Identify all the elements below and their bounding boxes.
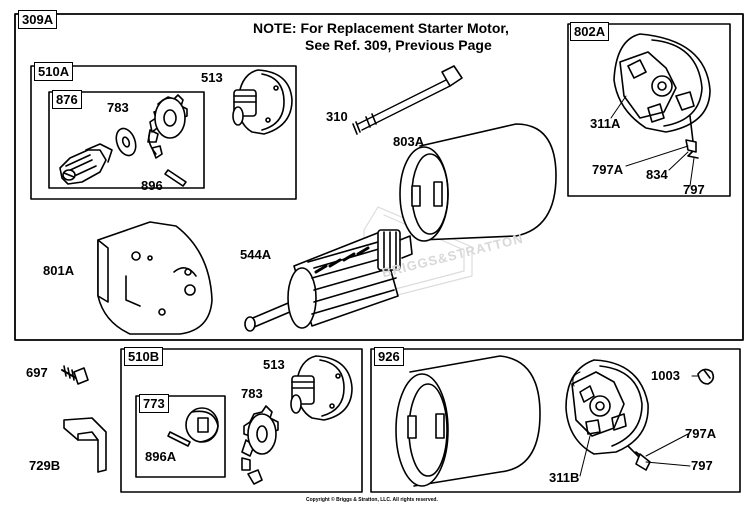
group-tag-773: 773: [139, 394, 169, 413]
group-tag-802A: 802A: [570, 22, 610, 41]
group-tag-876: 876: [52, 90, 82, 109]
group-tag-510B: 510B: [124, 347, 164, 366]
group-box-309A: [14, 13, 744, 341]
note-line-1: NOTE: For Replacement Starter Motor,: [253, 20, 509, 36]
group-box-802A: [567, 23, 731, 197]
group-box-876: [48, 91, 205, 189]
label-783-510A: 783: [107, 100, 129, 115]
label-311A: 311A: [590, 116, 621, 131]
plate-729B-part: [63, 417, 107, 473]
end-cap-513b-part: [290, 355, 353, 421]
group-box-926: [370, 348, 741, 493]
end-cap-513-part: [232, 69, 293, 135]
label-797-802A: 797: [683, 182, 705, 197]
group-box-773: [135, 395, 226, 478]
screw-697-part: [61, 365, 89, 385]
group-tag-309A: 309A: [18, 10, 58, 29]
label-1003: 1003: [651, 368, 680, 383]
label-896A: 896A: [145, 449, 177, 464]
label-896: 896: [141, 178, 163, 193]
label-697: 697: [26, 365, 48, 380]
label-310: 310: [326, 109, 348, 124]
label-513-510B: 513: [263, 357, 285, 372]
through-bolt-310-part: [352, 65, 463, 135]
label-797A-926: 797A: [685, 426, 717, 441]
bracket-801A-part: [97, 221, 213, 335]
housing-926-part: [395, 355, 541, 487]
group-box-510A: [30, 65, 297, 200]
group-tag-510A: 510A: [34, 62, 74, 81]
group-tag-926: 926: [374, 347, 404, 366]
label-783-510B: 783: [241, 386, 263, 401]
brush-end-802A-part: [613, 33, 711, 159]
brush-end-926-part: [565, 359, 651, 471]
label-797A-802A: 797A: [592, 162, 624, 177]
armature-544A-part: [244, 229, 413, 332]
label-729B: 729B: [29, 458, 61, 473]
leader-lines: [579, 95, 699, 477]
pin-896-part: [164, 169, 187, 187]
label-513-510A: 513: [201, 70, 223, 85]
clutch-773-part: [185, 407, 219, 443]
label-544A: 544A: [240, 247, 272, 262]
drive-876-part: [59, 143, 113, 185]
note-line-2: See Ref. 309, Previous Page: [305, 37, 492, 53]
housing-803A-part: [399, 123, 557, 242]
gear-783b-part: [241, 405, 279, 485]
gear-783-part: [147, 94, 188, 159]
label-801A: 801A: [43, 263, 75, 278]
clip-1003-part: [697, 368, 715, 385]
pin-896A-part: [167, 431, 191, 447]
label-311B: 311B: [549, 470, 580, 485]
label-803A: 803A: [393, 134, 425, 149]
copyright-text: Copyright © Briggs & Stratton, LLC. All …: [306, 497, 438, 503]
washer-part: [115, 127, 137, 157]
label-797-926: 797: [691, 458, 713, 473]
label-834: 834: [646, 167, 668, 182]
group-box-510B: [120, 348, 363, 493]
